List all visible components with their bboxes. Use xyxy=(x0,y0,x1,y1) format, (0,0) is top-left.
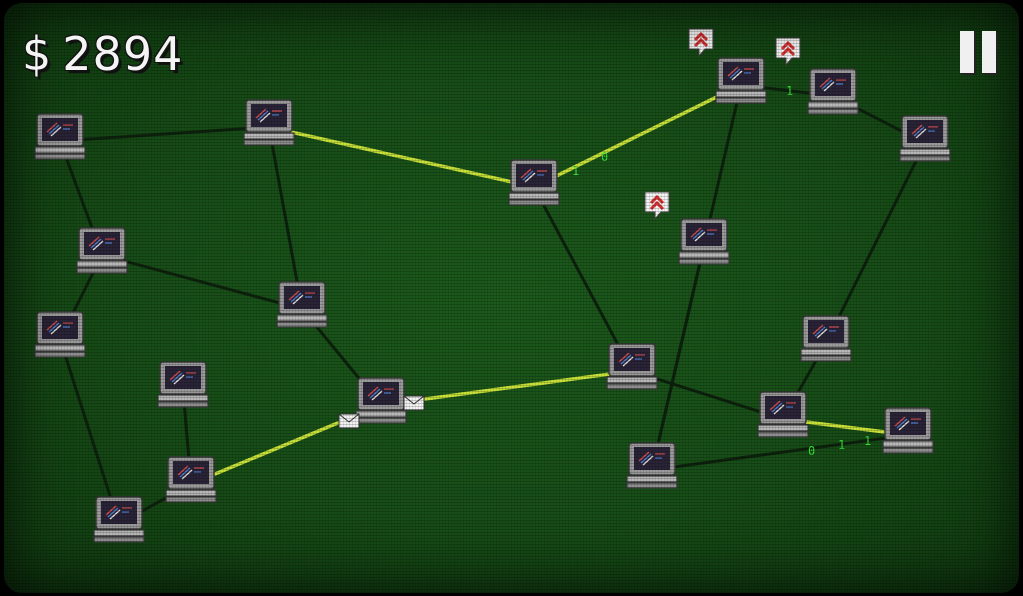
binary-bit: 1 xyxy=(838,438,845,452)
computer-icon[interactable] xyxy=(606,343,658,390)
mail-icon xyxy=(403,395,425,411)
binary-bit: 1 xyxy=(786,84,793,98)
computer-icon[interactable] xyxy=(678,218,730,265)
computer-icon[interactable] xyxy=(276,281,328,328)
link xyxy=(267,126,304,310)
computer-icon[interactable] xyxy=(626,442,678,489)
computer-icon[interactable] xyxy=(715,57,767,104)
computers[interactable] xyxy=(34,57,951,543)
network-map: 1 0 1 1 0 1 xyxy=(34,27,951,543)
computer-icon[interactable] xyxy=(243,99,295,146)
link xyxy=(650,245,706,471)
link xyxy=(58,338,121,525)
binary-bit: 0 xyxy=(808,444,815,458)
computer-icon[interactable] xyxy=(165,456,217,503)
computer-icon[interactable] xyxy=(800,315,852,362)
alert-bubble-icon[interactable] xyxy=(687,27,715,58)
computer-icon[interactable] xyxy=(355,377,407,424)
computer-icon[interactable] xyxy=(34,311,86,358)
link xyxy=(824,142,927,344)
computer-icon[interactable] xyxy=(508,159,560,206)
link xyxy=(532,186,634,372)
computer-icon[interactable] xyxy=(93,496,145,543)
binary-packets: 1 0 1 1 0 1 xyxy=(572,84,871,458)
active-link xyxy=(268,125,535,189)
money-value: 2894 xyxy=(62,27,184,81)
binary-bit: 1 xyxy=(864,434,871,448)
link xyxy=(101,253,303,311)
money-counter: $2894 xyxy=(22,27,183,81)
pause-icon xyxy=(960,31,974,73)
pause-button[interactable] xyxy=(956,31,1000,75)
alert-bubble-icon[interactable] xyxy=(643,190,671,221)
link xyxy=(59,125,270,143)
binary-bit: 0 xyxy=(601,150,608,164)
game-screen: 1 0 1 1 0 1 xyxy=(4,3,1019,593)
computer-icon[interactable] xyxy=(757,391,809,438)
currency-symbol: $ xyxy=(22,27,53,81)
mail-icon xyxy=(338,413,360,429)
binary-bit: 1 xyxy=(572,164,579,178)
computer-icon[interactable] xyxy=(76,227,128,274)
computer-icon[interactable] xyxy=(899,115,951,162)
pause-icon-bar xyxy=(982,31,996,73)
computer-icon[interactable] xyxy=(157,361,209,408)
computer-icon[interactable] xyxy=(34,113,86,160)
active-link xyxy=(533,83,742,189)
computer-icon[interactable] xyxy=(882,407,934,454)
link xyxy=(651,433,909,472)
computer-icon[interactable] xyxy=(807,68,859,115)
alert-bubble-icon[interactable] xyxy=(774,36,802,67)
